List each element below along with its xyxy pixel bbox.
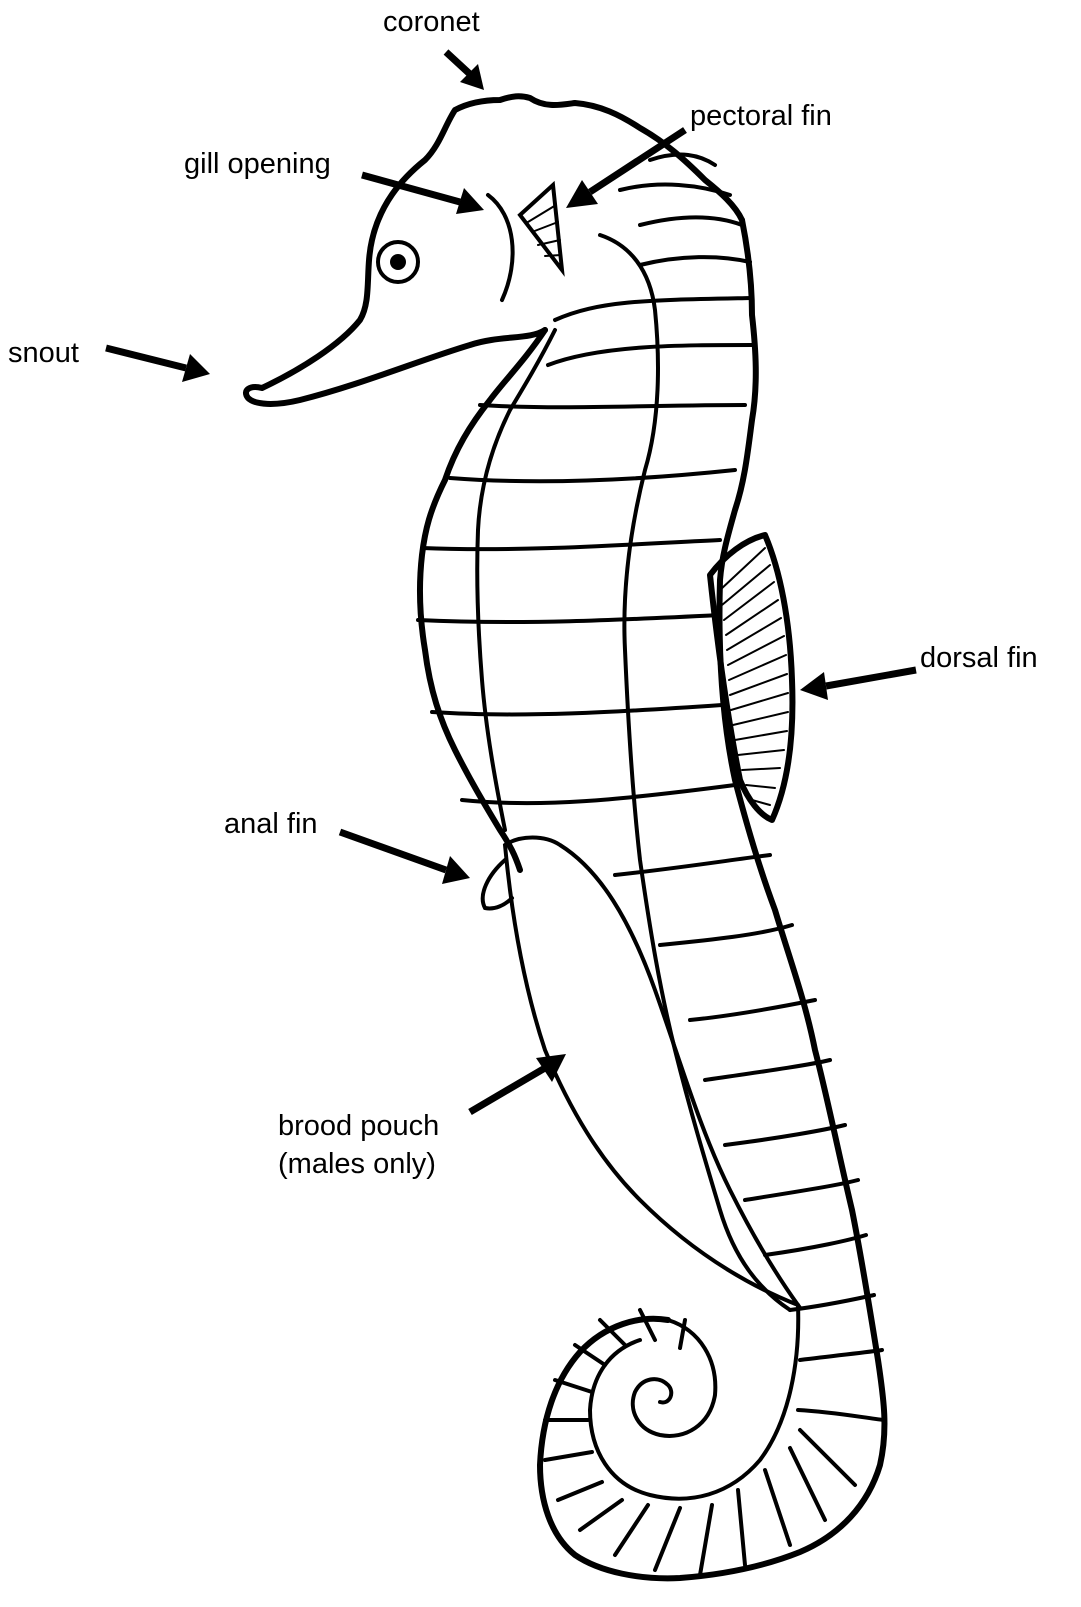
coronet-label: coronet [383, 4, 480, 40]
snout-label: snout [8, 335, 79, 371]
brood-pouch-arrow [470, 1054, 566, 1112]
neck-inner-line [600, 235, 790, 1310]
gill-curve [488, 195, 513, 300]
tail-rings [545, 1310, 855, 1575]
anal-fin-label: anal fin [224, 806, 318, 842]
body-rings [418, 155, 884, 1420]
tail-spiral-inner [633, 1320, 716, 1436]
dorsal-fin-label: dorsal fin [920, 640, 1038, 676]
dorsal-fin-arrow [800, 670, 916, 700]
brood-pouch-label-line1: brood pouch [278, 1108, 439, 1144]
coronet-arrow [446, 52, 484, 90]
pectoral-fin-label: pectoral fin [690, 98, 832, 134]
back-outline [540, 220, 884, 1578]
pectoral-fin-arrow [566, 130, 685, 208]
gill-opening-arrow [362, 175, 484, 214]
gill-opening-label: gill opening [184, 146, 331, 182]
front-outline [420, 330, 545, 870]
snout-arrow [106, 348, 210, 382]
brood-pouch-label-line2: (males only) [278, 1146, 436, 1182]
eye-pupil [390, 254, 406, 270]
anal-fin-arrow [340, 832, 470, 884]
